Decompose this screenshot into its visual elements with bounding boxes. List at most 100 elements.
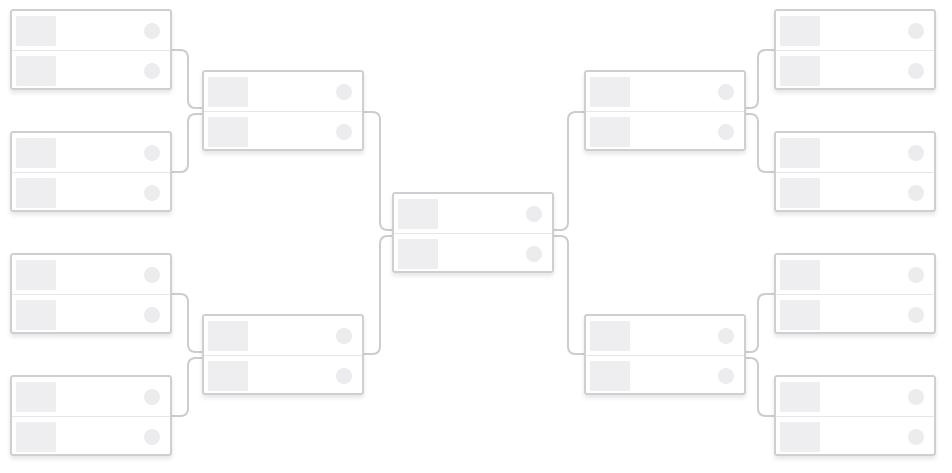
score-placeholder	[908, 389, 924, 405]
team-slot[interactable]	[776, 294, 934, 334]
team-avatar-placeholder	[16, 16, 56, 46]
score-placeholder	[908, 307, 924, 323]
team-slot[interactable]	[776, 133, 934, 172]
score-placeholder	[336, 328, 352, 344]
team-slot[interactable]	[12, 11, 170, 50]
score-placeholder	[718, 124, 734, 140]
connector-line	[172, 293, 202, 353]
team-avatar-placeholder	[208, 117, 248, 147]
team-slot[interactable]	[394, 233, 552, 273]
team-slot[interactable]	[776, 416, 934, 456]
team-avatar-placeholder	[780, 138, 820, 168]
match-card-right-round2-1[interactable]	[584, 70, 746, 151]
team-slot[interactable]	[204, 355, 362, 395]
team-avatar-placeholder	[208, 361, 248, 391]
team-avatar-placeholder	[208, 321, 248, 351]
match-card-right-round1-1[interactable]	[774, 9, 936, 90]
team-avatar-placeholder	[590, 361, 630, 391]
team-avatar-placeholder	[208, 77, 248, 107]
team-slot[interactable]	[204, 111, 362, 151]
team-avatar-placeholder	[590, 77, 630, 107]
team-avatar-placeholder	[780, 56, 820, 86]
match-card-right-round2-2[interactable]	[584, 314, 746, 395]
match-card-left-round1-1[interactable]	[10, 9, 172, 90]
match-card-left-round1-2[interactable]	[10, 131, 172, 212]
team-slot[interactable]	[776, 377, 934, 416]
team-slot[interactable]	[12, 50, 170, 90]
score-placeholder	[908, 145, 924, 161]
score-placeholder	[908, 429, 924, 445]
team-avatar-placeholder	[398, 199, 438, 229]
team-avatar-placeholder	[780, 382, 820, 412]
team-avatar-placeholder	[16, 178, 56, 208]
score-placeholder	[908, 63, 924, 79]
team-avatar-placeholder	[780, 422, 820, 452]
connector-line	[746, 293, 774, 353]
team-avatar-placeholder	[16, 422, 56, 452]
connector-line	[364, 111, 392, 231]
team-slot[interactable]	[776, 255, 934, 294]
score-placeholder	[144, 185, 160, 201]
team-slot[interactable]	[204, 316, 362, 355]
team-avatar-placeholder	[16, 300, 56, 330]
score-placeholder	[144, 429, 160, 445]
team-slot[interactable]	[12, 294, 170, 334]
score-placeholder	[144, 267, 160, 283]
score-placeholder	[144, 63, 160, 79]
score-placeholder	[718, 84, 734, 100]
connector-line	[746, 113, 774, 173]
team-slot[interactable]	[776, 172, 934, 212]
connector-line	[364, 235, 392, 355]
team-slot[interactable]	[394, 194, 552, 233]
score-placeholder	[526, 206, 542, 222]
score-placeholder	[144, 145, 160, 161]
match-card-center-round3-1[interactable]	[392, 192, 554, 273]
team-slot[interactable]	[12, 416, 170, 456]
connector-line	[746, 357, 774, 417]
team-avatar-placeholder	[398, 239, 438, 269]
team-avatar-placeholder	[780, 16, 820, 46]
team-slot[interactable]	[204, 72, 362, 111]
match-card-right-round1-3[interactable]	[774, 253, 936, 334]
team-slot[interactable]	[12, 172, 170, 212]
match-card-left-round1-4[interactable]	[10, 375, 172, 456]
team-slot[interactable]	[12, 133, 170, 172]
match-card-left-round1-3[interactable]	[10, 253, 172, 334]
team-avatar-placeholder	[16, 138, 56, 168]
team-slot[interactable]	[586, 72, 744, 111]
connector-line	[172, 49, 202, 109]
score-placeholder	[908, 267, 924, 283]
team-slot[interactable]	[586, 111, 744, 151]
team-avatar-placeholder	[590, 321, 630, 351]
team-avatar-placeholder	[780, 260, 820, 290]
team-slot[interactable]	[12, 377, 170, 416]
score-placeholder	[336, 84, 352, 100]
team-slot[interactable]	[586, 316, 744, 355]
team-avatar-placeholder	[780, 178, 820, 208]
connector-line	[746, 49, 774, 109]
score-placeholder	[718, 368, 734, 384]
team-slot[interactable]	[776, 11, 934, 50]
match-card-left-round2-1[interactable]	[202, 70, 364, 151]
team-slot[interactable]	[12, 255, 170, 294]
score-placeholder	[336, 368, 352, 384]
team-avatar-placeholder	[16, 382, 56, 412]
match-card-left-round2-2[interactable]	[202, 314, 364, 395]
team-avatar-placeholder	[590, 117, 630, 147]
team-slot[interactable]	[776, 50, 934, 90]
match-card-right-round1-2[interactable]	[774, 131, 936, 212]
score-placeholder	[908, 23, 924, 39]
score-placeholder	[718, 328, 734, 344]
connector-line	[172, 113, 202, 173]
score-placeholder	[144, 307, 160, 323]
team-avatar-placeholder	[780, 300, 820, 330]
team-avatar-placeholder	[16, 260, 56, 290]
connector-line	[554, 235, 584, 355]
score-placeholder	[526, 246, 542, 262]
connector-line	[554, 111, 584, 231]
score-placeholder	[336, 124, 352, 140]
team-slot[interactable]	[586, 355, 744, 395]
match-card-right-round1-4[interactable]	[774, 375, 936, 456]
